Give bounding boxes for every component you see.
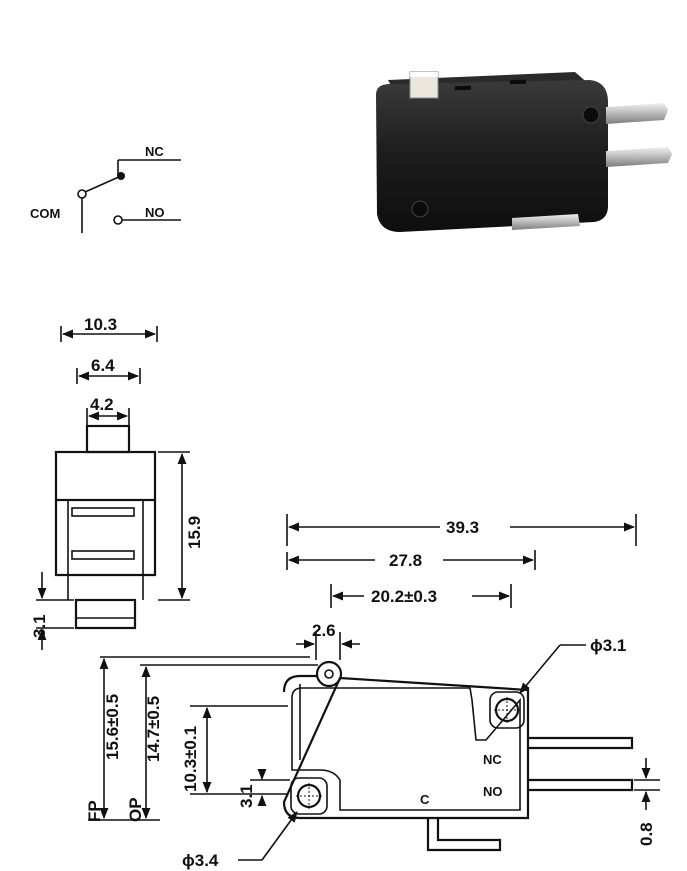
dim-free-position: 15.6±0.5 [103, 694, 122, 760]
dim-hole-bottom: ϕ3.4 [182, 851, 219, 870]
schematic-no-label: NO [145, 205, 165, 220]
fp-label: FP [85, 800, 104, 822]
side-view: 39.3 27.8 20.2±0.3 2.6 ϕ3.1 [85, 514, 660, 870]
schematic-com-label: COM [30, 206, 60, 221]
side-no-label: NO [483, 784, 503, 799]
side-c-label: C [420, 792, 430, 807]
schematic-nc-label: NC [145, 144, 164, 159]
dim-terminal-thickness: 0.8 [637, 822, 656, 846]
dim-hole-top: ϕ3.1 [590, 636, 626, 655]
dim-hole-spacing: 20.2±0.3 [371, 587, 437, 606]
dim-width-actuator: 4.2 [90, 395, 114, 414]
dim-hole-offset: 3.1 [237, 784, 256, 808]
top-mount-hole [489, 691, 525, 729]
dim-terminal: 3.1 [30, 614, 49, 638]
dim-operating-position: 14.7±0.5 [144, 696, 163, 762]
dim-roller: 2.6 [312, 621, 336, 640]
dim-width-mid: 6.4 [91, 356, 115, 375]
bottom-mount-hole [290, 777, 328, 815]
dim-length-overall: 39.3 [446, 518, 479, 537]
op-label: OP [126, 797, 145, 822]
dim-width-outer: 10.3 [84, 315, 117, 334]
dim-hole-height: 10.3±0.1 [181, 726, 200, 792]
dim-length-terminals: 27.8 [389, 551, 422, 570]
switch-photo [376, 71, 672, 232]
dim-height: 15.9 [185, 516, 204, 549]
side-nc-label: NC [483, 752, 502, 767]
switch-schematic: NC COM NO [30, 144, 181, 233]
front-view: 10.3 6.4 4.2 15.9 3.1 [30, 315, 204, 650]
